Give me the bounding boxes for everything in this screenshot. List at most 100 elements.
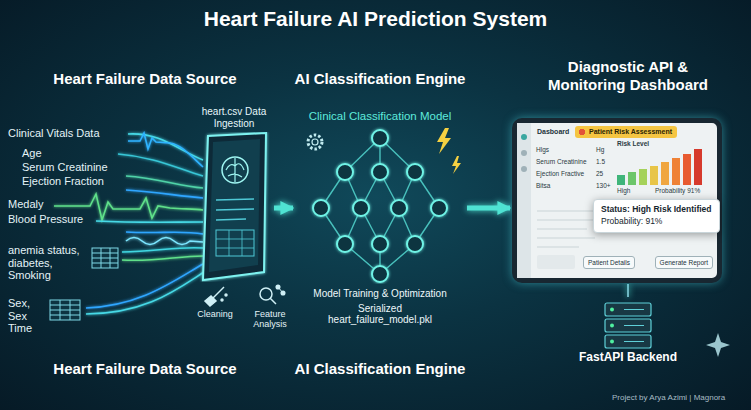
circle-part bbox=[372, 236, 388, 252]
table-cell: Hlgs bbox=[536, 146, 549, 153]
rect-part bbox=[683, 154, 691, 185]
g-part bbox=[537, 211, 595, 247]
rect-part bbox=[605, 303, 651, 316]
line-part bbox=[537, 237, 595, 238]
rect-part bbox=[617, 175, 625, 185]
input-feature: Clinical Vitals Data bbox=[8, 127, 100, 140]
circle-part bbox=[521, 150, 527, 156]
circle-part bbox=[521, 134, 527, 140]
line-part bbox=[70, 300, 71, 320]
chart-label: Risk Level bbox=[617, 140, 649, 147]
table-cell: 1.5 bbox=[596, 158, 605, 165]
rect-part bbox=[517, 123, 531, 278]
flow-connector bbox=[467, 206, 510, 211]
table-cell: Bitsa bbox=[536, 182, 550, 189]
line-part bbox=[537, 219, 595, 220]
circle-part bbox=[391, 200, 407, 216]
flow-connector bbox=[627, 284, 629, 297]
neural-network-illustration bbox=[295, 126, 465, 284]
tablet-illustration bbox=[196, 132, 272, 282]
line-part bbox=[60, 300, 61, 320]
node-text: Generate Report bbox=[660, 259, 708, 266]
polygon-part bbox=[437, 128, 451, 154]
g-part bbox=[321, 138, 439, 274]
node-text: FastAPI Backend bbox=[568, 351, 688, 365]
line-part bbox=[110, 248, 111, 268]
rect-part bbox=[639, 169, 647, 185]
circle-part bbox=[610, 324, 614, 328]
data-ingestion-tablet: heart.csv Data Ingestion bbox=[196, 106, 272, 282]
g-part bbox=[605, 303, 651, 348]
flow-connector bbox=[274, 206, 293, 211]
step-label: Cleaning bbox=[190, 309, 240, 319]
node-text: Patient Risk Assessment bbox=[589, 128, 672, 136]
section-heading: AI Classification Engine bbox=[265, 70, 495, 87]
circle-part bbox=[337, 236, 353, 252]
line-part bbox=[216, 199, 254, 200]
section-heading: Diagnostic API & Monitoring Dashboard bbox=[528, 58, 728, 94]
server-icon bbox=[568, 301, 688, 351]
rect-part bbox=[92, 248, 118, 268]
path-part bbox=[126, 190, 203, 198]
line-part bbox=[624, 325, 644, 326]
table-cell: Ejection Fractive bbox=[536, 170, 584, 177]
polygon-part bbox=[452, 156, 461, 174]
circle-part bbox=[407, 236, 423, 252]
node-text: Status: High Risk Identified bbox=[601, 205, 712, 215]
g-part bbox=[313, 130, 447, 282]
path-part bbox=[122, 256, 203, 260]
line-part bbox=[216, 219, 246, 220]
section-footer: AI Classification Engine bbox=[265, 360, 495, 377]
line-part bbox=[624, 341, 644, 342]
line-part bbox=[624, 309, 644, 310]
path-part bbox=[226, 158, 244, 182]
line-part bbox=[216, 248, 254, 249]
node-text: heart.csv Data Ingestion bbox=[196, 106, 272, 129]
table-cell: 130+ bbox=[596, 182, 611, 189]
circle-part bbox=[407, 164, 423, 180]
input-feature: Medaly bbox=[8, 198, 43, 211]
g-part bbox=[610, 308, 614, 344]
line-part bbox=[213, 287, 224, 298]
status-popup: Status: High Risk IdentifiedProbability:… bbox=[593, 199, 720, 233]
input-feature: Sex, Sex Time bbox=[8, 297, 42, 335]
line-part bbox=[50, 310, 80, 311]
line-part bbox=[216, 209, 254, 210]
node-text: Model Training & Optimization bbox=[295, 288, 465, 300]
table-cell: Serum Creatinine bbox=[536, 158, 587, 165]
path-part bbox=[126, 176, 203, 188]
circle-part bbox=[521, 166, 527, 172]
circle-part bbox=[337, 164, 353, 180]
line-part bbox=[278, 287, 283, 293]
circle-part bbox=[222, 157, 248, 183]
input-feature: anemia status, diabetes, Smoking bbox=[8, 244, 90, 282]
sparkle-star bbox=[706, 333, 730, 357]
rect-part bbox=[694, 149, 702, 185]
line-part bbox=[229, 230, 230, 256]
circle-part bbox=[353, 200, 369, 216]
path-part bbox=[128, 133, 203, 167]
circle-part bbox=[431, 200, 447, 216]
risk-badge: Patient Risk Assessment bbox=[575, 126, 677, 138]
circle-part bbox=[313, 200, 329, 216]
circle-part bbox=[225, 294, 227, 296]
action-button: Patient Details bbox=[583, 256, 635, 269]
action-button: Generate Report bbox=[655, 256, 713, 269]
rect-part bbox=[216, 230, 254, 256]
table-cell: 25 bbox=[596, 170, 603, 177]
input-feature: Blood Pressure bbox=[8, 213, 83, 226]
backend-server: FastAPI Backend bbox=[568, 298, 688, 365]
line-part bbox=[92, 253, 118, 254]
circle-part bbox=[372, 266, 388, 282]
circle-part bbox=[312, 139, 318, 145]
line-part bbox=[216, 239, 254, 240]
rect-part bbox=[628, 172, 636, 185]
credit-footer: Project by Arya Azimi | Magnora bbox=[612, 393, 725, 402]
rect-part bbox=[537, 255, 575, 269]
line-part bbox=[537, 210, 595, 211]
input-feature: Ejection Fraction bbox=[22, 175, 104, 188]
node-text: Clinical Classification Model bbox=[295, 110, 465, 123]
cleaning-icon bbox=[205, 287, 227, 306]
chart-label: High bbox=[617, 187, 630, 194]
